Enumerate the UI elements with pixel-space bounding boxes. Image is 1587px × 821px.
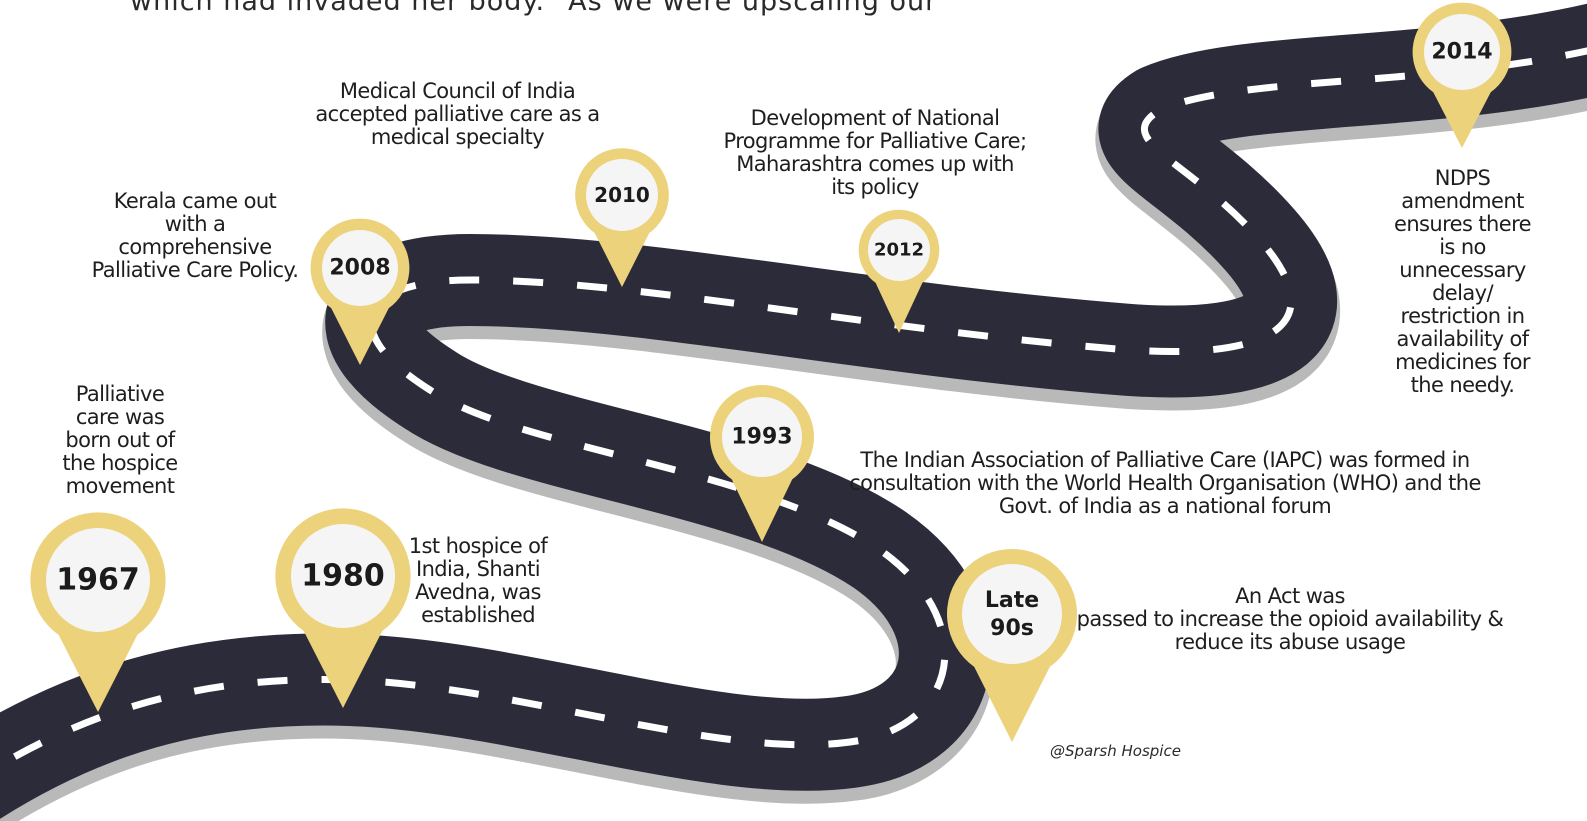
pin-1993: 1993 bbox=[710, 384, 814, 542]
caption-line: passed to increase the opioid availabili… bbox=[1076, 607, 1504, 631]
pin-year-label: 2010 bbox=[594, 183, 650, 207]
pin-face bbox=[322, 230, 398, 306]
pin-face bbox=[722, 397, 802, 477]
caption-line: is no bbox=[1439, 235, 1486, 259]
pin-face bbox=[868, 219, 930, 281]
pin-year-label: 1967 bbox=[56, 563, 140, 598]
caption-line: 1st hospice of bbox=[408, 534, 548, 558]
caption-line: An Act was bbox=[1235, 584, 1345, 608]
caption-line: accepted palliative care as a bbox=[315, 102, 600, 126]
caption-line: reduce its abuse usage bbox=[1174, 630, 1406, 654]
caption-line: ensures there bbox=[1394, 212, 1532, 236]
credit-text: @Sparsh Hospice bbox=[1050, 742, 1181, 760]
caption-line: India, Shanti bbox=[416, 557, 541, 581]
caption-line: care was bbox=[75, 405, 165, 429]
caption-line: unnecessary bbox=[1399, 258, 1526, 282]
caption-line: Govt. of India as a national forum bbox=[998, 494, 1332, 518]
caption-line: the needy. bbox=[1410, 373, 1515, 397]
caption-line: the hospice bbox=[62, 451, 178, 475]
caption-line: comprehensive bbox=[118, 235, 272, 259]
caption-1993: The Indian Association of Palliative Car… bbox=[815, 449, 1515, 518]
caption-line: The Indian Association of Palliative Car… bbox=[860, 448, 1470, 472]
caption-line: Palliative bbox=[75, 382, 165, 406]
pin-face bbox=[291, 524, 395, 628]
caption-line: availability of bbox=[1396, 327, 1529, 351]
pin-face bbox=[962, 564, 1062, 664]
pin-1980: 1980 bbox=[275, 508, 411, 708]
caption-line: amendment bbox=[1401, 189, 1524, 213]
pin-year-label: 1980 bbox=[301, 559, 385, 594]
caption-line: Kerala came out bbox=[113, 189, 277, 213]
caption-line: NDPS bbox=[1434, 166, 1491, 190]
caption-line: delay/ bbox=[1432, 281, 1493, 305]
pin-face bbox=[586, 159, 658, 231]
caption-line: established bbox=[421, 603, 535, 627]
caption-line: Development of National bbox=[750, 106, 1000, 130]
pin-2010: 2010 bbox=[575, 148, 669, 287]
caption-line: Programme for Palliative Care; bbox=[723, 129, 1028, 153]
pin-face bbox=[46, 528, 150, 632]
caption-line: its policy bbox=[831, 175, 919, 199]
pin-1967: 1967 bbox=[30, 512, 166, 712]
pin-face bbox=[1424, 14, 1500, 90]
pin-year-label: 2012 bbox=[874, 240, 924, 261]
pin-2014: 2014 bbox=[1412, 2, 1512, 148]
pin-year-label: 2008 bbox=[329, 256, 390, 281]
caption-line: Maharashtra comes up with bbox=[736, 152, 1014, 176]
caption-line: with a bbox=[164, 212, 226, 236]
caption-line: consultation with the World Health Organ… bbox=[849, 471, 1481, 495]
caption-line: movement bbox=[65, 474, 175, 498]
caption-line: Avedna, was bbox=[415, 580, 541, 604]
caption-line: Medical Council of India bbox=[339, 79, 576, 103]
partial-top-text: which had invaded her body." As we were … bbox=[130, 0, 938, 17]
caption-line: restriction in bbox=[1400, 304, 1526, 328]
pin-year-label: 1993 bbox=[731, 425, 792, 450]
caption-line: medical specialty bbox=[370, 125, 545, 149]
caption-line: medicines for bbox=[1395, 350, 1530, 374]
pin-year-label: 2014 bbox=[1431, 40, 1492, 65]
caption-line: born out of bbox=[65, 428, 175, 452]
caption-line: Palliative Care Policy. bbox=[91, 258, 299, 282]
pin-2008: 2008 bbox=[310, 218, 410, 365]
pin-2012: 2012 bbox=[858, 209, 940, 333]
